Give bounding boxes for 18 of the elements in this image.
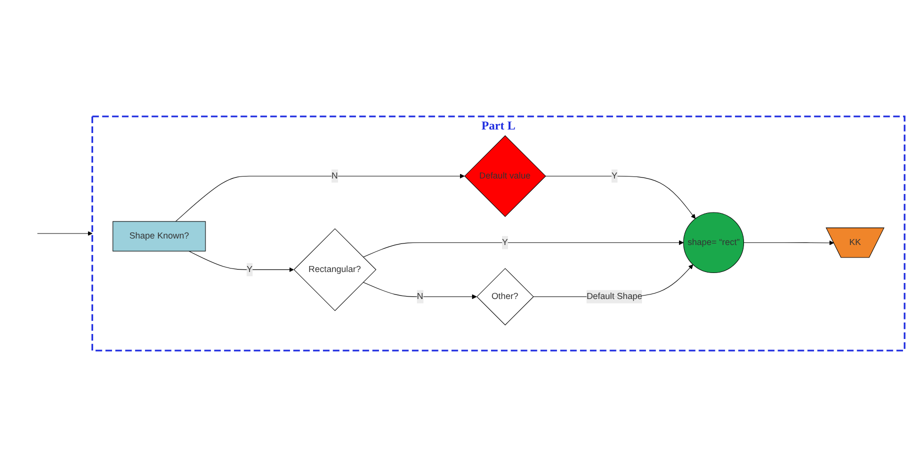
- node-diamond: Default value: [464, 134, 546, 216]
- arrow: [175, 173, 465, 222]
- arrow: [188, 250, 294, 272]
- node-box: Shape Known?: [112, 220, 206, 251]
- node-diamond: Other?: [476, 268, 534, 325]
- arrow: [37, 230, 92, 236]
- arrow: [545, 175, 696, 218]
- edge-label: Default Shape: [586, 291, 642, 301]
- edge-label: N: [332, 170, 338, 180]
- node-circle: shape= “rect”: [683, 212, 744, 273]
- edge-label: Y: [246, 264, 253, 274]
- edge-label: Y: [502, 237, 508, 247]
- arrow: [362, 281, 477, 299]
- arrow: [743, 240, 834, 245]
- edge-label: Y: [611, 170, 618, 180]
- arrow: [362, 240, 684, 257]
- node-diamond: Rectangular?: [294, 228, 376, 311]
- edge-label: N: [416, 291, 424, 301]
